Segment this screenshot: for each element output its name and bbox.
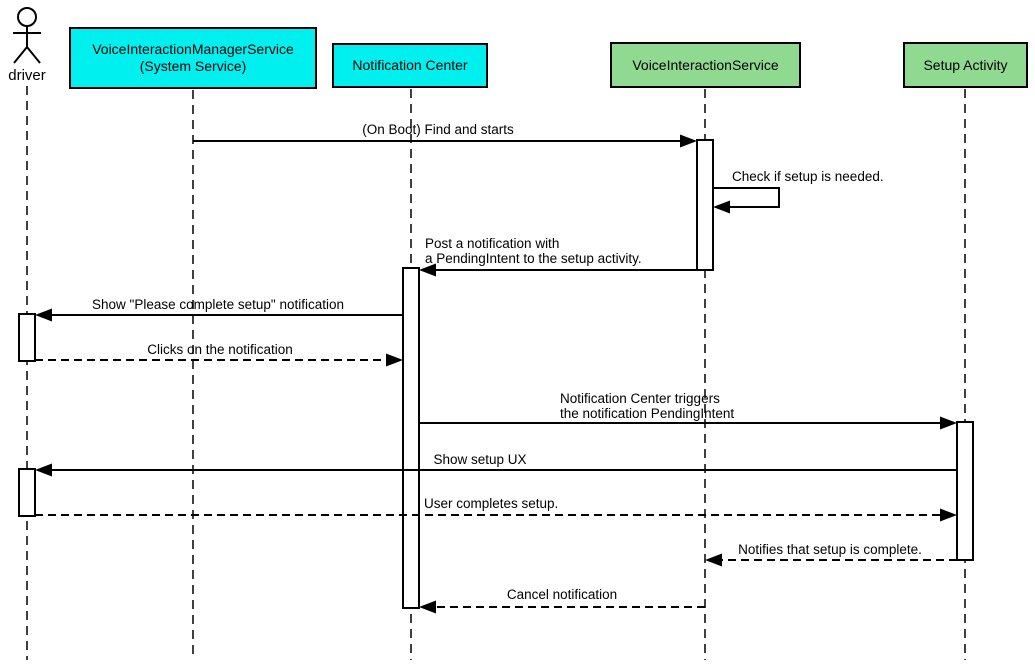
participant-label: (System Service) — [139, 58, 247, 74]
activation-bar-voice-interaction-service — [696, 139, 714, 271]
activation-bar-driver-1 — [18, 313, 36, 362]
message-arrow-on-boot-find-and-starts — [193, 134, 697, 148]
participant-label: VoiceInteractionService — [632, 56, 779, 73]
message-arrow-notification-center-triggers-pendingintent — [419, 416, 957, 430]
message-arrow-check-if-setup-is-needed — [713, 187, 780, 214]
message-label-notifies-setup-complete: Notifies that setup is complete. — [738, 542, 922, 557]
message-label-notification-center-triggers-pendingintent: Notification Center triggers the notific… — [560, 391, 735, 421]
participant-notification-center: Notification Center — [332, 43, 488, 88]
participant-setup-activity: Setup Activity — [903, 42, 1028, 88]
participant-voice-interaction-service: VoiceInteractionService — [610, 42, 801, 88]
actor-label-driver: driver — [8, 67, 46, 84]
message-label-on-boot-find-and-starts: (On Boot) Find and starts — [362, 122, 514, 137]
message-label-user-completes-setup: User completes setup. — [424, 496, 559, 511]
activation-bar-driver-2 — [18, 468, 36, 517]
participant-voice-interaction-manager-service: VoiceInteractionManagerService (System S… — [69, 27, 317, 89]
message-arrow-notifies-setup-complete — [705, 553, 957, 567]
participant-label: Setup Activity — [923, 56, 1008, 73]
message-arrow-show-setup-ux — [35, 463, 957, 477]
actor-icon — [13, 7, 41, 64]
message-label-check-if-setup-is-needed: Check if setup is needed. — [732, 169, 884, 184]
message-label-cancel-notification: Cancel notification — [506, 587, 618, 602]
message-arrow-user-completes-setup — [35, 508, 957, 522]
message-arrow-clicks-on-the-notification — [35, 353, 403, 367]
message-arrow-show-please-complete-setup-notification — [35, 308, 403, 322]
message-arrow-cancel-notification — [419, 600, 705, 614]
message-label-show-please-complete-setup-notification: Show "Please complete setup" notificatio… — [92, 297, 344, 312]
participant-label: Notification Center — [352, 57, 468, 73]
participant-label: VoiceInteractionManagerService — [92, 41, 294, 57]
message-label-show-setup-ux: Show setup UX — [433, 452, 527, 467]
activation-bar-notification-center — [402, 267, 420, 609]
message-label-clicks-on-the-notification: Clicks on the notification — [147, 342, 293, 357]
activation-bar-setup-activity — [956, 421, 974, 561]
message-label-post-a-notification: Post a notification with a PendingIntent… — [425, 236, 642, 266]
message-arrow-post-a-notification — [419, 263, 697, 277]
